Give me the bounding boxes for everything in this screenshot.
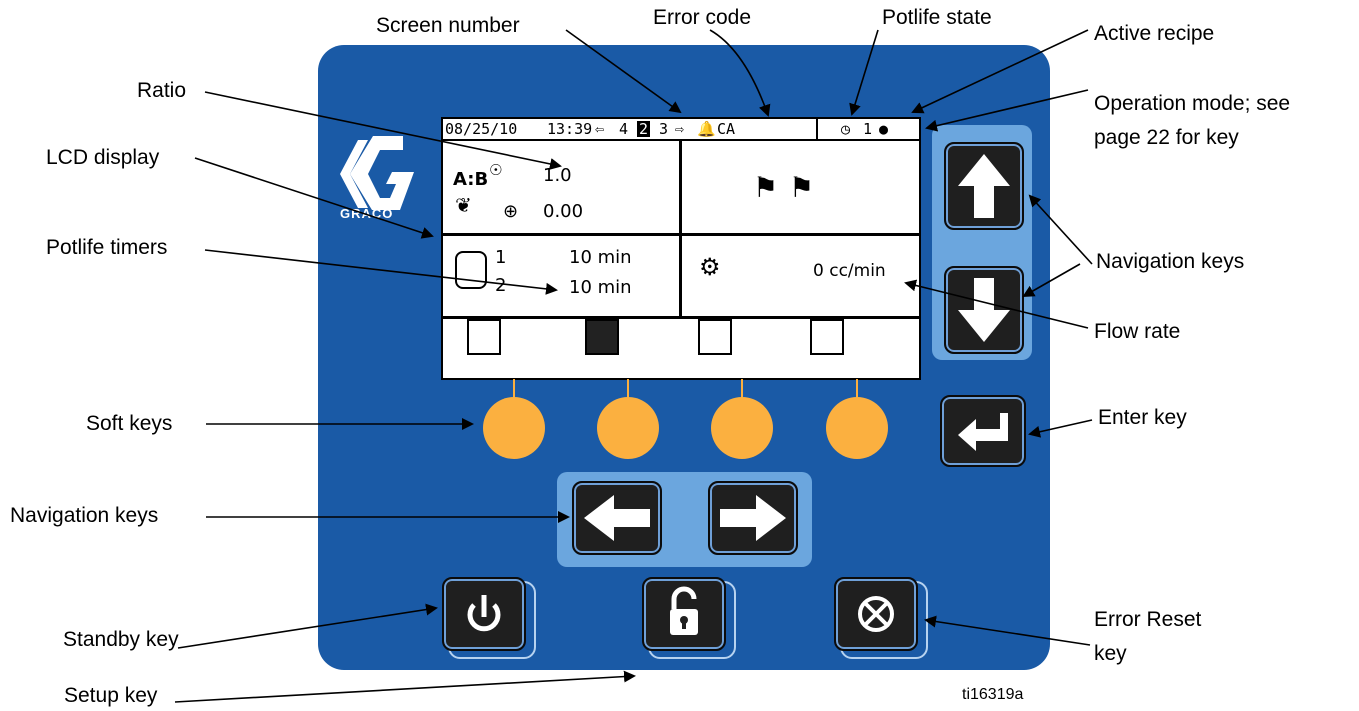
ratio-label: A:B	[453, 169, 489, 190]
soft-key-3-leg	[741, 379, 743, 399]
callout-ratio: Ratio	[137, 79, 187, 102]
leader-enter-key	[1028, 419, 1093, 438]
callout-navigation-keys-left: Navigation keys	[10, 504, 159, 527]
arrow-down-icon	[958, 278, 1010, 342]
leader-potlife-timers	[204, 249, 558, 295]
flow-rate-value: 0 cc/min	[813, 261, 886, 281]
leader-nav-down	[1022, 263, 1081, 297]
ratio-target-icon: ☉	[489, 161, 503, 179]
callout-error-reset-line1: Error Reset	[1094, 608, 1202, 631]
softkey-home-icon	[810, 319, 844, 355]
callout-operation-mode-line1: Operation mode; see	[1094, 92, 1291, 115]
soft-key-2-leg	[627, 379, 629, 399]
soft-key-4-leg	[856, 379, 858, 399]
lcd-softkey-divider	[443, 316, 919, 319]
potlife-timer-icon	[455, 251, 487, 289]
callout-flow-rate: Flow rate	[1094, 320, 1181, 343]
callout-error-reset-line2: key	[1094, 642, 1127, 665]
potlife-1-index: 1	[495, 247, 507, 268]
potlife-1-value: 10 min	[569, 247, 632, 268]
callout-error-code: Error code	[653, 6, 752, 29]
ratio-value: 1.0	[543, 165, 572, 186]
callout-setup-key: Setup key	[64, 684, 158, 707]
lcd-date: 08/25/10	[445, 120, 518, 138]
soft-key-3[interactable]	[711, 397, 773, 459]
enter-icon	[958, 413, 1008, 451]
tolerance-crosshair-icon: ⊕	[503, 201, 519, 222]
leader-active-recipe	[911, 29, 1089, 114]
callout-enter-key: Enter key	[1098, 406, 1187, 429]
soft-key-1[interactable]	[483, 397, 545, 459]
leader-lcd-display	[194, 157, 434, 239]
callout-active-recipe: Active recipe	[1094, 22, 1215, 45]
error-reset-button[interactable]	[834, 577, 918, 651]
operation-mode-dot-icon: ●	[879, 120, 889, 138]
callout-screen-number: Screen number	[376, 14, 520, 37]
leader-flow-rate	[904, 279, 1089, 329]
softkey-purge-icon	[698, 319, 732, 355]
arrow-right-icon	[720, 495, 786, 541]
unlock-icon	[670, 586, 698, 635]
arrow-up-icon	[958, 154, 1010, 218]
leader-error-code	[709, 29, 771, 117]
active-recipe-value: 1	[863, 120, 873, 138]
soft-key-1-leg	[513, 379, 515, 399]
standby-button[interactable]	[442, 577, 526, 651]
soft-key-2[interactable]	[597, 397, 659, 459]
callout-potlife-timers: Potlife timers	[46, 236, 168, 259]
flow-pump-icon: ⚙	[699, 253, 721, 281]
lcd-time: 13:39	[547, 120, 593, 138]
spray-gun-icon-1: ⚑	[753, 171, 779, 204]
screen-prev-number: 4	[619, 120, 629, 138]
leader-operation-mode	[925, 89, 1089, 132]
callout-navigation-keys-right: Navigation keys	[1096, 250, 1245, 273]
callout-lcd-display: LCD display	[46, 146, 160, 169]
error-reset-icon	[858, 596, 894, 632]
alarm-bell-icon: 🔔	[697, 120, 716, 138]
mix-valve-icon: ❦	[455, 193, 472, 217]
nav-up-button[interactable]	[944, 142, 1024, 230]
leader-error-reset	[924, 615, 1091, 646]
leader-potlife-state	[849, 29, 879, 116]
screen-current-number: 2	[637, 120, 651, 138]
callout-operation-mode-line2: page 22 for key	[1094, 126, 1239, 149]
callout-soft-keys: Soft keys	[86, 412, 173, 435]
softkey-spray-gun-icon	[467, 319, 501, 355]
figure-id: ti16319a	[962, 686, 1024, 703]
ratio-tolerance: 0.00	[543, 201, 584, 222]
screen-next-number: 3	[659, 120, 669, 138]
callout-potlife-state: Potlife state	[882, 6, 992, 29]
lcd-vertical-divider	[679, 140, 682, 318]
spray-gun-icon-2: ⚑	[789, 171, 815, 204]
potlife-state-icon: ◷	[841, 120, 851, 138]
nav-right-button[interactable]	[708, 481, 798, 555]
screen-prev-arrow-icon: ⇦	[595, 120, 605, 138]
enter-button[interactable]	[940, 395, 1026, 467]
leader-setup	[174, 670, 636, 703]
leader-nav-up	[1028, 194, 1093, 265]
soft-key-4[interactable]	[826, 397, 888, 459]
arrow-left-icon	[584, 495, 650, 541]
setup-button[interactable]	[642, 577, 726, 651]
lcd-horizontal-divider	[443, 233, 919, 236]
screen-next-arrow-icon: ⇨	[675, 120, 685, 138]
lcd-status-bar: 08/25/10 13:39 ⇦ 4 2 3 ⇨ 🔔 CA ◷ 1 ●	[443, 119, 919, 141]
softkey-flush-icon	[585, 319, 619, 355]
power-icon	[467, 595, 501, 632]
nav-down-button[interactable]	[944, 266, 1024, 354]
error-code-value: CA	[717, 120, 736, 138]
leader-standby	[177, 603, 438, 649]
lcd-display: 08/25/10 13:39 ⇦ 4 2 3 ⇨ 🔔 CA ◷ 1 ● A:B …	[441, 117, 921, 380]
leader-ratio	[204, 91, 562, 170]
leader-screen-number	[565, 29, 682, 114]
potlife-2-index: 2	[495, 275, 507, 296]
nav-left-button[interactable]	[572, 481, 662, 555]
callout-standby-key: Standby key	[63, 628, 179, 651]
potlife-2-value: 10 min	[569, 277, 632, 298]
